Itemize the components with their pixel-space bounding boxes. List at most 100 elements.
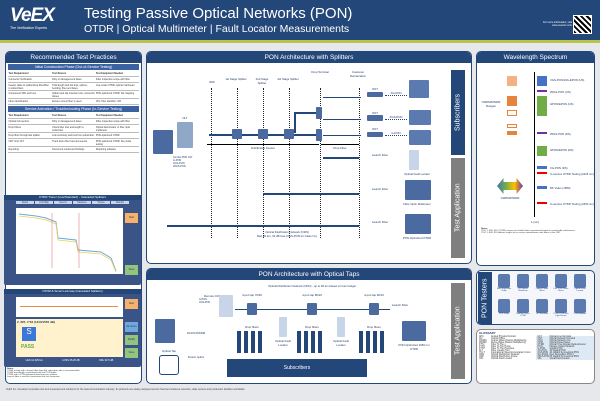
veex-logo: VeEX The Verification Experts	[10, 6, 70, 38]
save-button[interactable]: Save	[125, 265, 138, 275]
tab-link-map[interactable]: Link Map	[35, 201, 53, 204]
customer-marker	[359, 88, 360, 238]
olt-feature: XGS-PON	[173, 162, 185, 165]
tester-item[interactable]: Optical Power Meter	[533, 274, 551, 298]
logo-tagline: The Verification Experts	[10, 26, 47, 30]
central-office-icon	[153, 130, 173, 154]
stage2-label: 2nd Stage Splitter	[255, 77, 269, 85]
wavelength-band-label: In-service OTDR Testing (1625 nm)	[550, 172, 594, 176]
table-cell: Ensure correct fiber is used	[52, 99, 82, 103]
wavelength-title: Wavelength Spectrum	[477, 52, 594, 63]
cwdm-band-4	[507, 124, 517, 128]
olt-feature: Combo PON OLT	[173, 156, 193, 159]
wavelength-axis	[534, 72, 535, 217]
fault-locator-icon	[409, 150, 419, 170]
tester-item[interactable]: FX Optical Multimeter	[514, 274, 532, 298]
table-cell: Check fiber loss and length to subscribe…	[52, 125, 84, 132]
cwdm-band-3	[507, 110, 517, 116]
otdr-1625-band	[537, 172, 547, 174]
table-cell: Dirty or damaged end faces	[52, 77, 82, 81]
tester-item[interactable]: PON Analyzer	[571, 299, 589, 323]
tab-traces[interactable]: Traces	[92, 201, 110, 204]
splitter-2-icon	[258, 129, 268, 139]
fault-locator-icon	[337, 317, 345, 337]
table-cell: Drop Fibers	[8, 125, 22, 129]
tester-item[interactable]: PON Tester	[495, 299, 513, 323]
tap-icon	[369, 303, 379, 315]
tester-device-icon	[498, 274, 510, 288]
tester-item[interactable]: PON Analyzer with Service Test	[495, 324, 513, 325]
tab-results[interactable]: Results	[111, 201, 129, 204]
gpon-ds-band	[537, 146, 547, 156]
arch-taps-panel: PON Architecture with Optical Taps Test …	[146, 268, 472, 384]
otdr-trace-screenshot: OTDR Tracer (Live/Standard) - Cascaded S…	[4, 195, 141, 285]
otdr-trace-title: OTDR Tracer (Live/Standard) - Cascaded S…	[4, 195, 141, 200]
table-cell: Dirty or damaged end faces	[52, 119, 82, 123]
note-item: OTDR testing with a launch fiber from th…	[7, 370, 80, 372]
phase2-title: Service Activation / Troubleshooting Pha…	[8, 106, 139, 112]
table-cell: Track down fiber loss and events	[52, 139, 88, 143]
rescan-button[interactable]: Re-Scan	[125, 322, 138, 332]
tester-item[interactable]: Optical Fault Locator	[571, 274, 589, 298]
otdr-linkmap-screenshot: OTDR & Smart Linkmap (Cascaded Splitters…	[4, 289, 141, 367]
xgpon-ds-band	[537, 166, 547, 169]
tester-item[interactable]: Modular Tester OTDR	[514, 299, 532, 323]
table-cell: Drop fiber through last splitter	[8, 133, 40, 137]
tester-item[interactable]: PON OTDR with Light Source	[552, 299, 570, 323]
logo-brand: VeEX	[10, 5, 55, 26]
tester-device-icon	[536, 274, 548, 288]
tab-setup[interactable]: Setup	[16, 201, 34, 204]
ont-label: ONT	[372, 111, 378, 115]
olt-feature: G-PON	[199, 298, 207, 301]
wavelength-band-label: GPON/EPON (US)	[550, 102, 574, 106]
practices-title: Recommended Test Practices	[6, 52, 141, 63]
table-cell: Connector Verification	[8, 77, 32, 81]
wavelength-band-label: XGS-PON/10G-EPON (US)	[550, 78, 585, 82]
tester-item[interactable]: Fiber Inspection Probe	[495, 274, 513, 298]
tester-item[interactable]: OLT Emulator	[533, 299, 551, 323]
pass-status: PASS	[21, 344, 35, 350]
stage3-label: 3rd Stage Splitter	[277, 77, 299, 81]
ofl-test-arrow	[323, 157, 359, 159]
central-office-icon	[155, 319, 175, 343]
modify-button[interactable]: Modify	[125, 335, 138, 345]
linkmap-footer-item: LEN 12.325 km	[25, 359, 43, 362]
distribution-feeder-label: Distribution Feeder	[207, 144, 319, 150]
tester-device-icon	[498, 324, 510, 325]
drop-fibers-label: Drop fibers	[367, 325, 381, 329]
table-header: Test Requirement Test Reason Test Equipm…	[8, 113, 139, 119]
odf-label: ODF	[209, 80, 215, 84]
tab-measure[interactable]: Measure	[73, 201, 91, 204]
pon-testers-label: PON Testers	[478, 272, 492, 324]
start-button[interactable]: Start	[125, 213, 138, 223]
table-cell: Total length and link loss; splices; ben…	[52, 83, 88, 90]
tester-item[interactable]: Live PON Power Meter	[552, 274, 570, 298]
odn-detail: Max 20 km, 32 dB loss (XGS-PON for Class…	[256, 234, 318, 238]
tap-label: 4-port tap 70/30	[242, 293, 262, 297]
drop-terminal-label: Drop Terminal	[311, 70, 329, 74]
tester-device-icon	[517, 274, 529, 288]
arch-splitters-title: PON Architecture with Splitters	[147, 52, 471, 63]
table-cell: ONT to/or OLT	[8, 139, 25, 143]
wavelength-band-label: RF Video (1550)	[550, 186, 571, 190]
table-header: Test Requirement Test Reason Test Equipm…	[8, 71, 139, 77]
25gspon-us-band	[537, 90, 547, 92]
save-button[interactable]: Save	[125, 348, 138, 358]
multimeter-test-arrow	[263, 193, 359, 195]
tab-events[interactable]: Events	[54, 201, 72, 204]
tester-device-icon	[574, 299, 586, 313]
qr-code-icon[interactable]	[573, 15, 592, 34]
tester-device-icon	[574, 274, 586, 288]
start-button[interactable]: Start	[125, 299, 138, 309]
otdr-1650-band	[537, 202, 547, 204]
table-cell: PON-optimized OTDR; link mapping	[95, 91, 135, 95]
test-app-label: Test Application	[451, 158, 465, 258]
header-banner: VeEX The Verification Experts Testing Pa…	[0, 0, 600, 43]
